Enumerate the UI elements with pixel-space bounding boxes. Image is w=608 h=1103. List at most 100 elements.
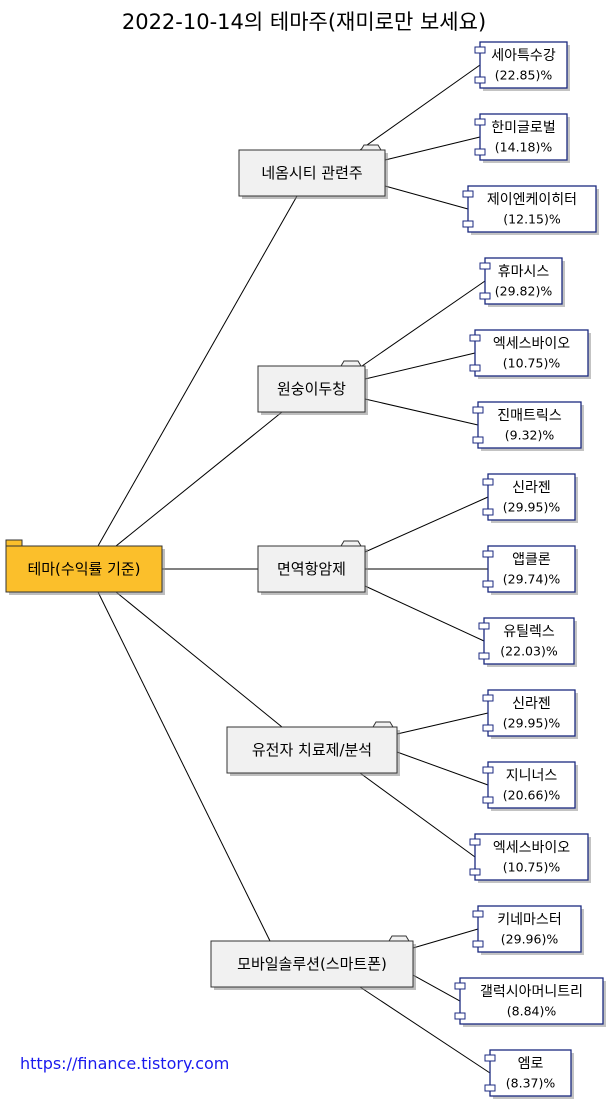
component-port-icon	[478, 652, 490, 660]
component-body	[467, 185, 597, 233]
component-port-icon	[469, 838, 481, 846]
stock-return: (22.03)%	[500, 644, 558, 659]
component-body	[487, 689, 576, 737]
component-port-icon	[469, 334, 481, 342]
theme-stock-connector	[396, 712, 489, 735]
component-port-icon	[474, 148, 486, 156]
stock-name: 지니너스	[506, 768, 558, 784]
stock-node: 한미글로벌(14.18)%	[474, 113, 570, 163]
stock-name: 신라젠	[512, 696, 551, 712]
component-port-icon	[474, 118, 486, 126]
folder-tab	[340, 360, 362, 367]
stock-name: 휴마시스	[498, 264, 550, 280]
component-port-icon	[482, 550, 494, 558]
component-body	[477, 905, 582, 953]
theme-stock-connector	[384, 185, 469, 210]
theme-node: 모바일솔루션(스마트폰)	[210, 935, 416, 990]
theme-stock-connector	[364, 352, 476, 380]
component-port-icon	[479, 292, 491, 300]
root-theme-connector	[115, 411, 283, 547]
theme-stock-connector	[364, 585, 485, 642]
component-port-icon	[472, 940, 484, 948]
component-port-icon	[482, 508, 494, 516]
theme-stock-connector	[412, 974, 461, 1002]
stock-node: 신라젠 (29.95)%	[482, 689, 578, 739]
stock-return: (20.66)%	[503, 788, 561, 803]
folder-body	[257, 545, 366, 593]
stock-return: (8.37)%	[506, 1076, 556, 1091]
folder-body	[238, 149, 386, 197]
stock-return: (9.32)%	[505, 428, 555, 443]
theme-node: 네옴시티 관련주	[238, 144, 388, 199]
stock-name: 엑세스바이오	[493, 840, 570, 856]
stock-node: 휴마시스 (29.82)%	[479, 257, 565, 307]
component-port-icon	[478, 622, 490, 630]
source-link[interactable]: https://finance.tistory.com	[20, 1054, 230, 1073]
component-port-icon	[482, 724, 494, 732]
stock-return: (29.74)%	[503, 572, 561, 587]
stock-return: (29.95)%	[503, 716, 561, 731]
stock-return: (14.18)%	[495, 140, 553, 155]
theme-label: 원숭이두창	[277, 380, 346, 398]
theme-stock-connector	[412, 928, 479, 949]
stock-name: 세아특수강	[491, 48, 556, 64]
root-node: 테마(수익률 기준)	[5, 539, 165, 595]
root-theme-connector	[97, 591, 271, 942]
component-body	[487, 473, 576, 521]
stock-node: 제이엔케이히터(12.15)%	[462, 185, 599, 235]
stock-return: (10.75)%	[503, 860, 561, 875]
component-port-icon	[454, 1012, 466, 1020]
stock-name: 갤럭시아머니트리	[480, 984, 583, 1000]
component-port-icon	[484, 1084, 496, 1092]
component-port-icon	[462, 220, 474, 228]
stock-node: 앱클론 (29.74)%	[482, 545, 578, 595]
root-label: 테마(수익률 기준)	[27, 560, 140, 578]
root-theme-connector	[115, 591, 283, 728]
theme-stock-connector	[396, 751, 489, 786]
stock-name: 진매트릭스	[497, 408, 562, 424]
stock-name: 앱클론	[512, 552, 551, 568]
stock-node: 엑세스바이오 (10.75)%	[469, 833, 591, 883]
theme-stock-connector	[364, 496, 489, 553]
stock-node: 갤럭시아머니트리 (8.84)%	[454, 977, 606, 1027]
theme-stock-connector	[384, 136, 481, 161]
node-layer: 테마(수익률 기준) 네옴시티 관련주 세아특수강 (22.85)% 한미글로벌(14.…	[5, 41, 606, 1099]
theme-node: 원숭이두창	[257, 360, 368, 415]
component-body	[487, 761, 576, 809]
theme-label: 면역항암제	[277, 560, 346, 578]
component-port-icon	[469, 868, 481, 876]
root-theme-connector	[97, 195, 298, 547]
page-title: 2022-10-14의 테마주(재미로만 보세요)	[121, 10, 487, 34]
theme-node: 면역항암제	[257, 540, 368, 595]
component-port-icon	[482, 694, 494, 702]
stock-return: (8.84)%	[507, 1004, 557, 1019]
component-port-icon	[474, 76, 486, 84]
folder-tab	[340, 540, 362, 547]
stock-node: 엠로(8.37)%	[484, 1049, 574, 1099]
stock-node: 지니너스 (20.66)%	[482, 761, 578, 811]
stock-return: (22.85)%	[495, 68, 553, 83]
component-port-icon	[472, 910, 484, 918]
component-body	[474, 329, 589, 377]
component-body	[489, 1049, 572, 1097]
theme-stock-connector	[359, 772, 476, 858]
connector-lines	[97, 64, 491, 1074]
stock-name: 키네마스터	[497, 912, 561, 928]
stock-return: (29.82)%	[495, 284, 553, 299]
component-port-icon	[482, 580, 494, 588]
component-port-icon	[462, 190, 474, 198]
folder-body	[5, 545, 163, 593]
folder-tab	[360, 144, 382, 151]
component-body	[477, 401, 582, 449]
component-body	[479, 113, 568, 161]
folder-tab	[388, 935, 410, 942]
component-body	[474, 833, 589, 881]
component-port-icon	[469, 364, 481, 372]
stock-return: (29.96)%	[501, 932, 559, 947]
stock-name: 엑세스바이오	[493, 336, 570, 352]
folder-body	[257, 365, 366, 413]
folder-body	[210, 940, 414, 988]
theme-label: 유전자 치료제/분석	[252, 741, 372, 759]
folder-tab	[372, 721, 394, 728]
